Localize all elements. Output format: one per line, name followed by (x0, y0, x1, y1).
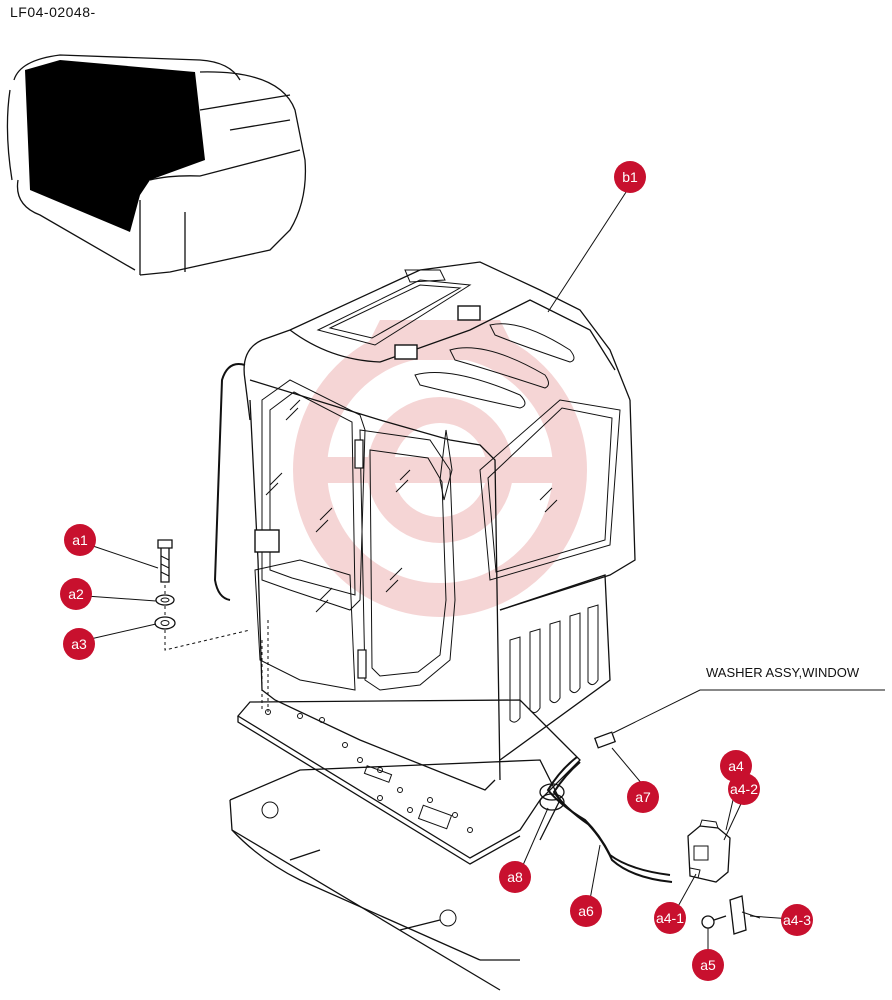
svg-text:a4-3: a4-3 (783, 912, 811, 928)
callout-badges: b1 a1 a2 a3 a4 a4-2 a4-1 a4-3 a5 a6 a7 a… (60, 161, 813, 981)
badge-a1[interactable]: a1 (64, 524, 96, 556)
cab-highlight-panel (25, 60, 205, 232)
svg-text:a6: a6 (578, 903, 594, 919)
base-frame (229, 759, 561, 991)
mounting-hardware (154, 539, 251, 651)
svg-text:a1: a1 (72, 532, 88, 548)
washer-assembly (539, 731, 761, 935)
badge-b1[interactable]: b1 (614, 161, 646, 193)
badge-a4-1[interactable]: a4-1 (654, 902, 686, 934)
badge-a4-3[interactable]: a4-3 (781, 904, 813, 936)
cab-body (213, 261, 636, 791)
machine-inset (6, 54, 307, 276)
svg-text:b1: b1 (622, 169, 638, 185)
svg-text:a5: a5 (700, 957, 716, 973)
drawing-code: LF04-02048- (10, 4, 96, 20)
badge-a8[interactable]: a8 (499, 861, 531, 893)
cab-floor-plate (237, 699, 581, 865)
svg-text:a2: a2 (68, 586, 84, 602)
svg-text:a8: a8 (507, 869, 523, 885)
svg-text:a4-2: a4-2 (730, 781, 758, 797)
washer-assy-label: WASHER ASSY,WINDOW (706, 665, 860, 680)
badge-a4-2[interactable]: a4-2 (728, 773, 760, 805)
svg-text:a3: a3 (71, 636, 87, 652)
watermark-logo (293, 320, 587, 617)
svg-text:a4-1: a4-1 (656, 910, 684, 926)
badge-a3[interactable]: a3 (63, 628, 95, 660)
leader-lines (85, 185, 885, 958)
svg-text:a4: a4 (728, 758, 744, 774)
badge-a6[interactable]: a6 (570, 895, 602, 927)
badge-a2[interactable]: a2 (60, 578, 92, 610)
badge-a5[interactable]: a5 (692, 949, 724, 981)
svg-text:a7: a7 (635, 789, 651, 805)
badge-a7[interactable]: a7 (627, 781, 659, 813)
